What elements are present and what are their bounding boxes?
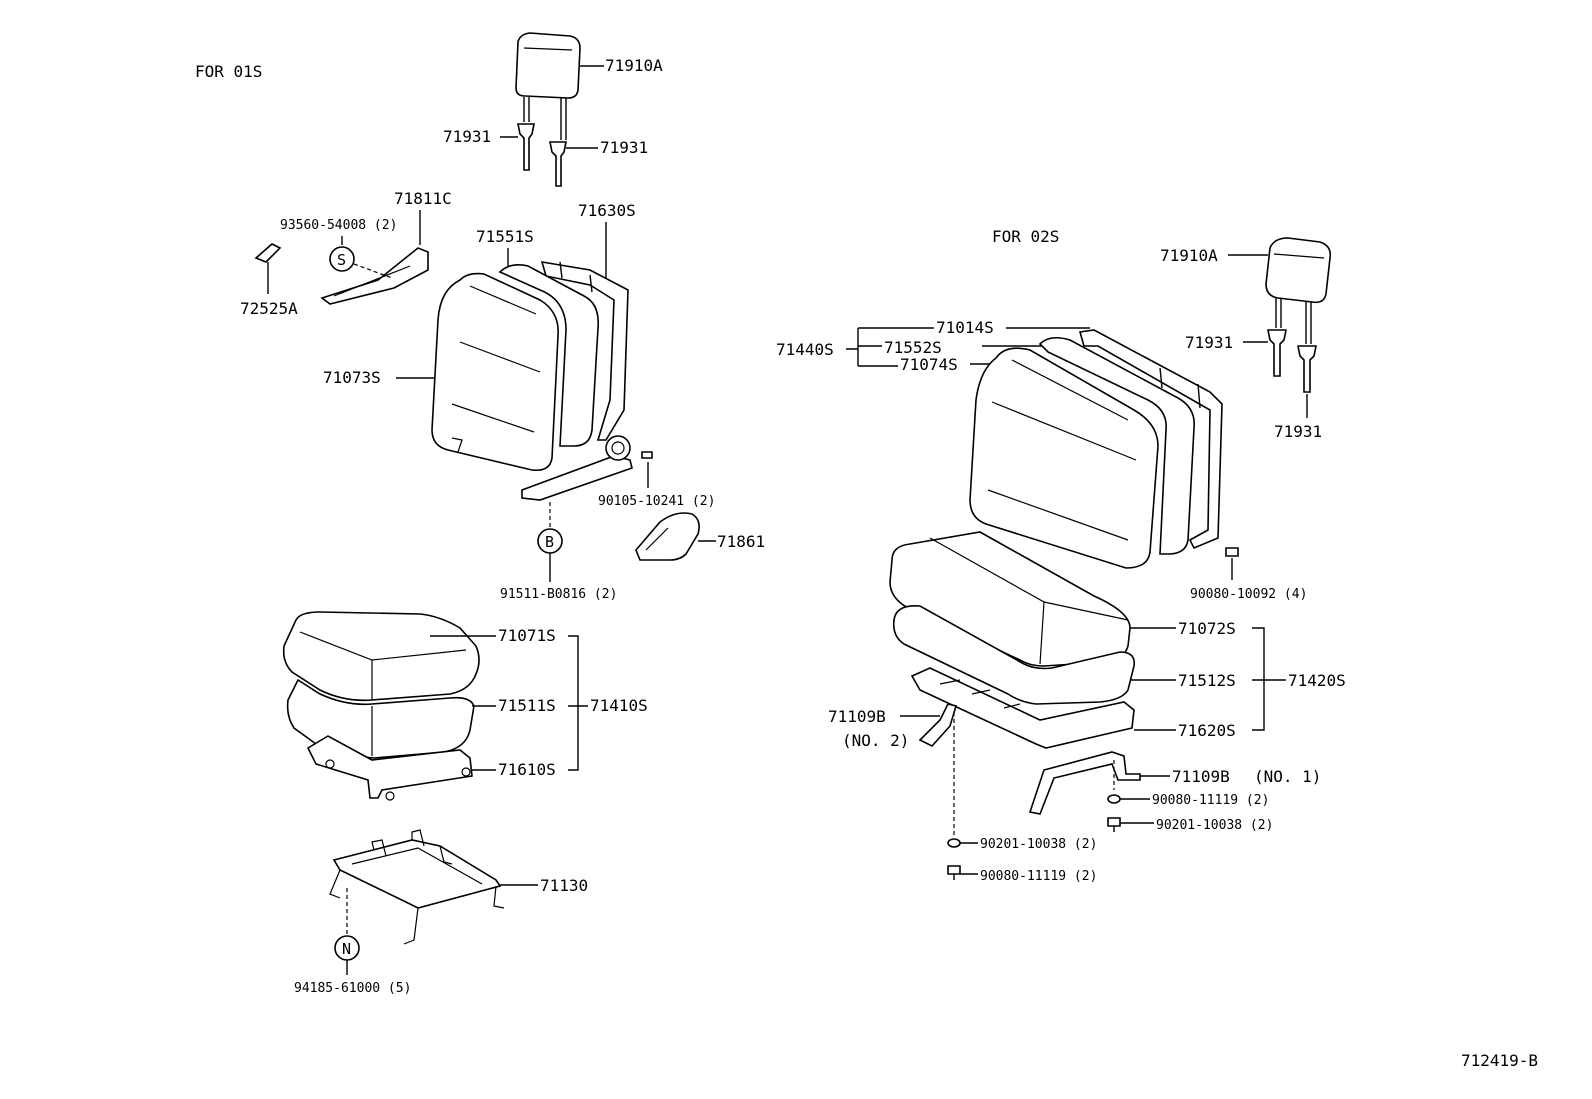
- seat-back-pad-02s-part: [1038, 336, 1195, 555]
- leg-no2-part: [918, 703, 958, 747]
- bolt-90105-part: [641, 451, 653, 459]
- seat-back-cover-01s-part: [431, 272, 559, 472]
- seat-cushion-cover-01s-part: [282, 611, 480, 702]
- label-91511-b0816: 91511-B0816 (2): [500, 587, 617, 602]
- heading-for-01s: FOR 01S: [195, 62, 262, 81]
- headrest-support-01s-part: [517, 123, 567, 187]
- circle-n-letter: N: [342, 940, 351, 958]
- heading-for-02s: FOR 02S: [992, 227, 1059, 246]
- label-71910a: 71910A: [605, 56, 663, 75]
- label-71610s: 71610S: [498, 760, 556, 779]
- label-71620s: 71620S: [1178, 721, 1236, 740]
- label-71072s: 71072S: [1178, 619, 1236, 638]
- label-90080-11119-right: 90080-11119 (2): [1152, 793, 1269, 808]
- label-71511s: 71511S: [498, 696, 556, 715]
- label-71014s: 71014S: [936, 318, 994, 337]
- label-71931-right: 71931: [600, 138, 648, 157]
- label-71130: 71130: [540, 876, 588, 895]
- label-71931-left: 71931: [443, 127, 491, 146]
- washer-left-part: [947, 838, 961, 848]
- label-94185-61000: 94185-61000 (5): [294, 981, 411, 996]
- recliner-cover-part: [320, 247, 429, 305]
- label-71109b-no1: 71109B: [1172, 767, 1230, 786]
- seat-back-frame-02s-part: [1078, 329, 1223, 550]
- seat-cushion-frame-02s-part: [910, 667, 1135, 749]
- label-93560-54008: 93560-54008 (2): [280, 218, 397, 233]
- headrest-support-02s-part: [1267, 329, 1317, 393]
- label-71074s: 71074S: [900, 355, 958, 374]
- leg-no1-part: [1028, 751, 1141, 815]
- label-71410s: 71410S: [590, 696, 648, 715]
- label-71512s: 71512S: [1178, 671, 1236, 690]
- recliner-cover-71861-part: [635, 512, 700, 561]
- label-90201-10038-left: 90201-10038 (2): [980, 837, 1097, 852]
- label-90201-10038-right: 90201-10038 (2): [1156, 818, 1273, 833]
- bracket-71420s: [1252, 627, 1265, 731]
- label-90080-11119-left: 90080-11119 (2): [980, 869, 1097, 884]
- label-71071s: 71071S: [498, 626, 556, 645]
- bolt-90080-10092-part: [1225, 547, 1239, 557]
- label-71551s: 71551S: [476, 227, 534, 246]
- bracket-71440s: [846, 327, 934, 367]
- figure-code: 712419-B: [1461, 1051, 1538, 1070]
- seat-cushion-frame-01s-part: [306, 735, 473, 801]
- label-71811c: 71811C: [394, 189, 452, 208]
- seat-back-frame-01s-part: [540, 261, 629, 441]
- label-71931-top: 71931: [1185, 333, 1233, 352]
- label-71630s: 71630S: [578, 201, 636, 220]
- circle-s-symbol: [329, 246, 355, 272]
- headrest-02s-part: [1265, 237, 1332, 344]
- label-71073s: 71073S: [323, 368, 381, 387]
- label-no1-note: (NO. 1): [1254, 767, 1321, 786]
- label-71910a-right: 71910A: [1160, 246, 1218, 265]
- bolt-left-part: [947, 865, 961, 880]
- bracket-71410s: [568, 635, 579, 771]
- label-71440s: 71440S: [776, 340, 834, 359]
- label-no2-note: (NO. 2): [842, 731, 909, 750]
- label-90080-10092: 90080-10092 (4): [1190, 587, 1307, 602]
- label-71552s: 71552S: [884, 338, 942, 357]
- headrest-01s-part: [515, 32, 581, 140]
- label-71861: 71861: [717, 532, 765, 551]
- seat-back-pad-01s-part: [498, 264, 600, 447]
- recliner-01s-part: [451, 435, 633, 501]
- circle-s-letter: S: [337, 251, 346, 269]
- bolt-right-part: [1107, 817, 1121, 832]
- seat-adjuster-part: [329, 829, 505, 945]
- label-71109b-no2: 71109B: [828, 707, 886, 726]
- label-71931-bottom: 71931: [1274, 422, 1322, 441]
- label-71420s: 71420S: [1288, 671, 1346, 690]
- clip-72525a-part: [254, 243, 282, 263]
- seat-back-cover-02s-part: [969, 347, 1159, 569]
- seat-cushion-pad-02s-part: [892, 604, 1136, 705]
- circle-b-letter: B: [545, 533, 554, 551]
- label-72525a: 72525A: [240, 299, 298, 318]
- washer-right-part: [1107, 794, 1121, 804]
- label-90105-10241: 90105-10241 (2): [598, 494, 715, 509]
